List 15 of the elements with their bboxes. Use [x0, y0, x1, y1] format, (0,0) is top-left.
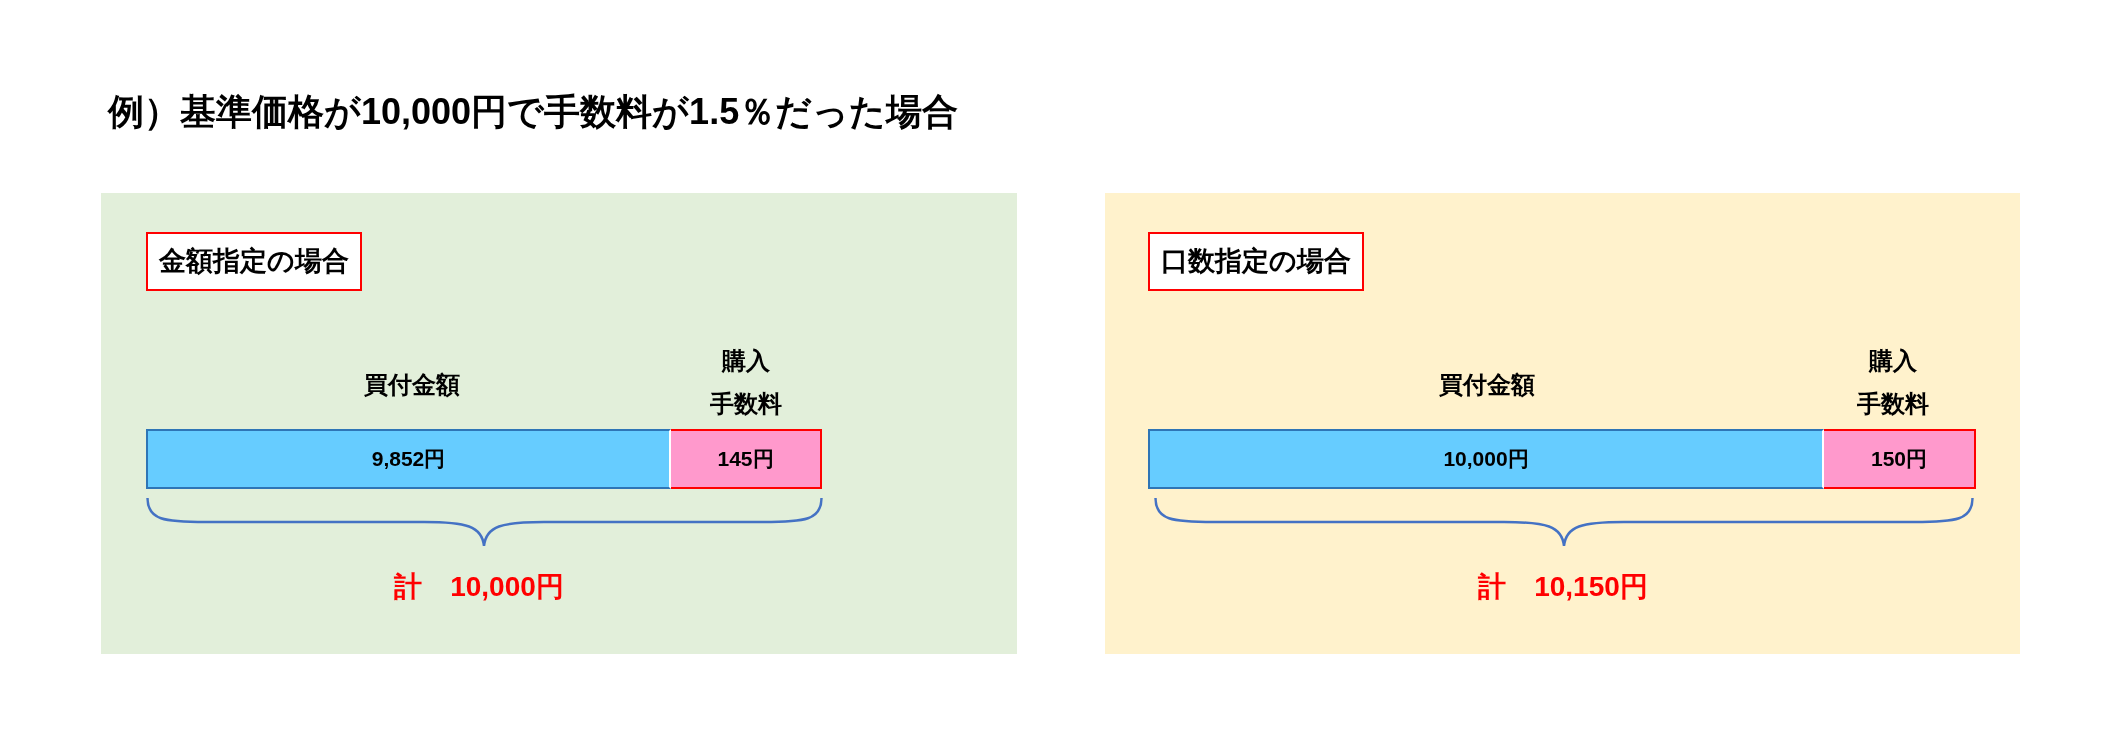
heading-box: 金額指定の場合	[146, 232, 362, 292]
total-label: 計 10,150円	[1478, 570, 1648, 604]
segment-label: 買付金額	[1439, 369, 1535, 400]
segment-label: 買付金額	[364, 369, 460, 400]
title: 例）基準価格が10,000円で手数料が1.5％だった場合	[108, 90, 959, 134]
panel	[101, 193, 1017, 654]
total-label: 計 10,000円	[394, 570, 564, 604]
panel	[1105, 193, 2020, 654]
bar-segment: 9,852円	[146, 429, 671, 489]
bar-segment: 10,000円	[1148, 429, 1824, 489]
segment-label: 購入手数料	[710, 346, 782, 419]
bar-segment: 145円	[671, 429, 822, 489]
heading-box: 口数指定の場合	[1148, 232, 1364, 292]
bar-segment: 150円	[1824, 429, 1976, 489]
segment-label: 購入手数料	[1857, 346, 1929, 419]
